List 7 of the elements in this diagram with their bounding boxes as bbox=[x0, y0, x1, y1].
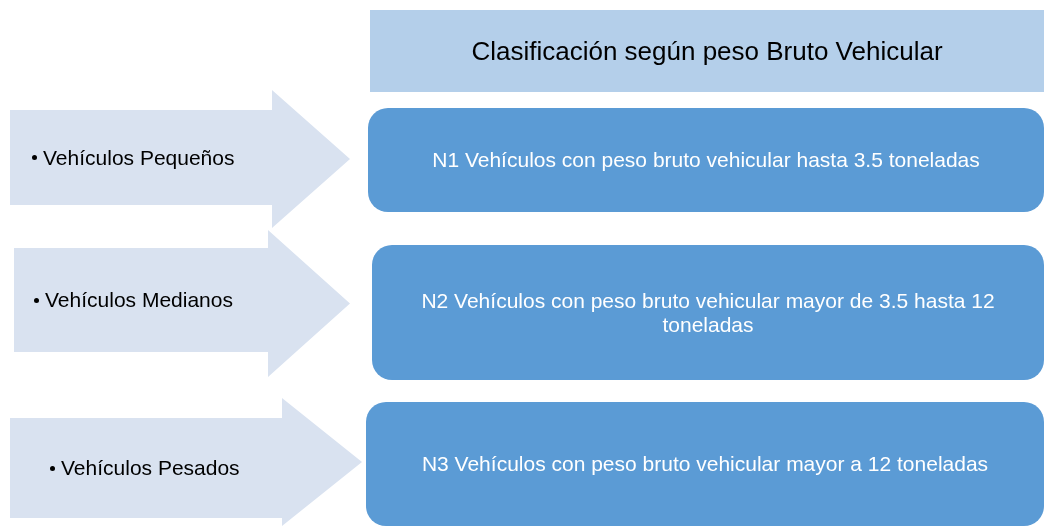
class-box: N2 Vehículos con peso bruto vehicular mayor de 3.5 hasta 12 toneladas bbox=[372, 245, 1044, 380]
category-label: Vehículos Pesados bbox=[61, 456, 240, 480]
title-banner: Clasificación según peso Bruto Vehicular bbox=[370, 10, 1044, 92]
category-label: Vehículos Pequeños bbox=[43, 145, 235, 170]
category-label: Vehículos Medianos bbox=[45, 288, 233, 312]
class-box: N1 Vehículos con peso bruto vehicular hasta 3.5 toneladas bbox=[368, 108, 1044, 212]
class-box: N3 Vehículos con peso bruto vehicular mayor a 12 toneladas bbox=[366, 402, 1044, 526]
